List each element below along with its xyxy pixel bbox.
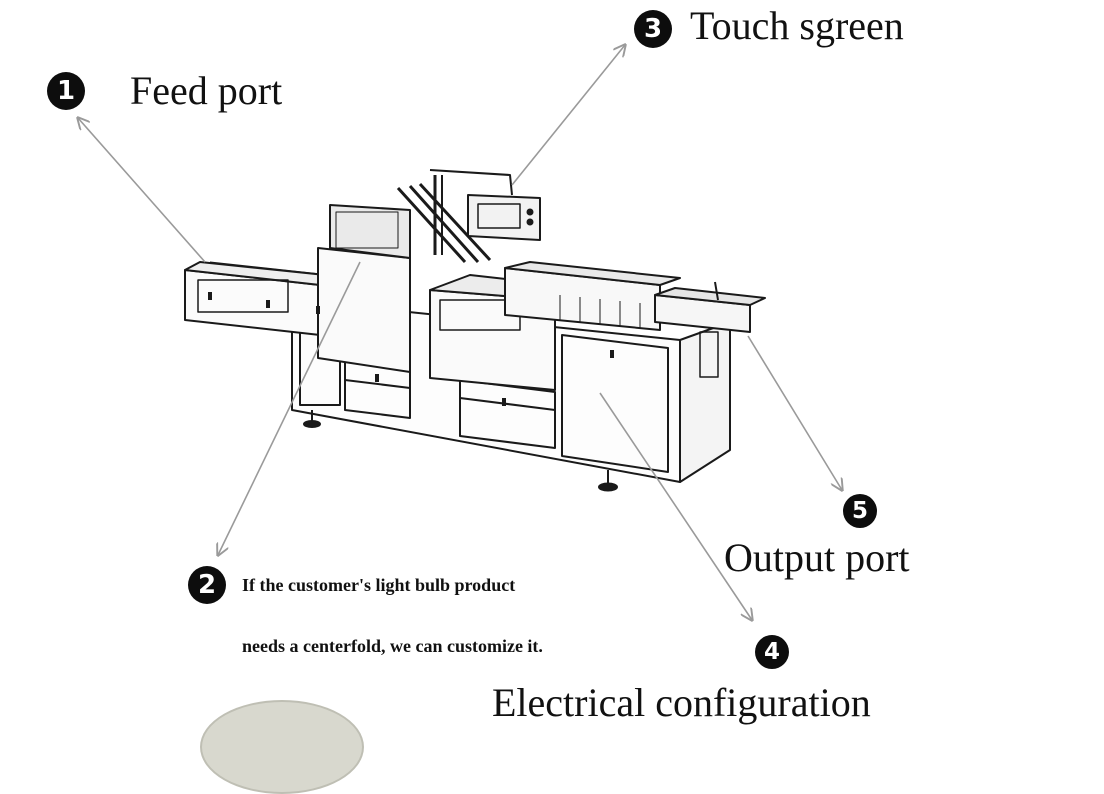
- callout-4-badge: 4: [755, 635, 789, 669]
- callout-1-badge: 1: [47, 72, 85, 110]
- callout-2-badge: 2: [188, 566, 226, 604]
- cartoning-machine-drawing: [184, 169, 766, 492]
- leader-line-1: [78, 118, 206, 263]
- callout-3-badge: 3: [634, 10, 672, 48]
- leader-line-4: [599, 392, 752, 620]
- callout-2-note-line-2: needs a centerfold, we can customize it.: [242, 636, 543, 656]
- callout-5-label: Output port: [724, 535, 910, 580]
- callout-1-label: Feed port: [130, 68, 283, 113]
- door-4: [561, 334, 669, 473]
- callout-2-note-line-1: If the customer's light bulb product: [242, 575, 516, 595]
- light-bulb-image: [200, 700, 364, 794]
- door-3: [459, 379, 556, 449]
- callout-5-badge: 5: [843, 494, 877, 528]
- leader-line-5: [747, 335, 842, 490]
- leader-line-3: [511, 45, 625, 186]
- leader-lines: [0, 0, 1104, 726]
- callout-4-label: Electrical configuration: [492, 680, 871, 725]
- callout-3-label: Touch sgreen: [690, 3, 904, 48]
- leader-line-2: [218, 261, 361, 555]
